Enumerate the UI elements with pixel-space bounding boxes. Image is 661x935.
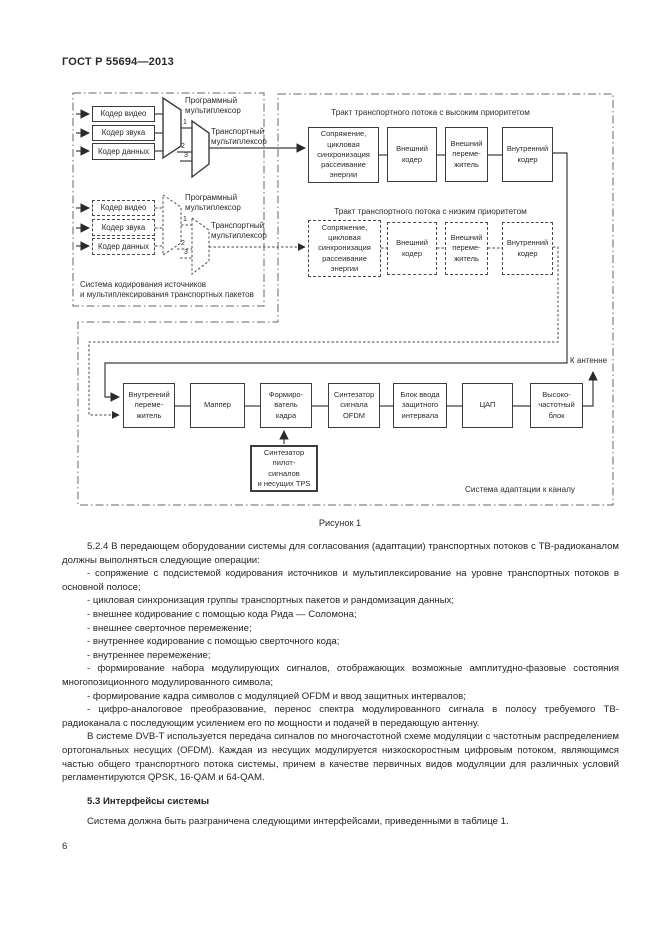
- tract-box: Внутренний кодер: [502, 127, 553, 182]
- encoder-box: Кодер звука: [92, 125, 155, 141]
- chain-box: Высоко- частотный блок: [530, 383, 583, 428]
- encoder-box-reserve: Кодер звука: [92, 219, 155, 236]
- encoder-box: Кодер данных: [92, 143, 155, 160]
- bullet-item: - формирование набора модулирующих сигна…: [62, 663, 619, 688]
- encoder-box: Кодер видео: [92, 106, 155, 122]
- bullet-item: - внутреннее кодирование с помощью сверт…: [87, 636, 340, 648]
- para-dvbt: В системе DVB-T используется передача си…: [62, 731, 619, 784]
- tract-title-high: Тракт транспортного потока с высоким при…: [331, 108, 530, 117]
- source-system-border: [72, 92, 265, 307]
- tract-box-reserve: Внешний кодер: [387, 222, 437, 275]
- program-mux-shape-reserve: [162, 194, 182, 256]
- transport-mux-label: Транспортный мультиплексор: [211, 127, 267, 146]
- encoder-box-reserve: Кодер видео: [92, 200, 155, 216]
- program-mux-label-reserve: Программный мультиплексор: [185, 193, 241, 212]
- chain-box: Блок ввода защитного интервала: [393, 383, 447, 428]
- adaptation-system-border: [77, 93, 614, 506]
- mux-input-number-reserve: 2: [181, 240, 185, 247]
- page-number: 6: [62, 841, 68, 852]
- heading-5-3: 5.3 Интерфейсы системы: [87, 795, 210, 807]
- chain-box: Синтезатор сигнала OFDM: [328, 383, 380, 428]
- tract-box-reserve: Внутренний кодер: [502, 222, 553, 275]
- adaptation-system-label: Система адаптации к каналу: [465, 485, 576, 494]
- page-header: ГОСТ Р 55694—2013: [62, 56, 174, 68]
- para-5-2-4: 5.2.4 В передающем оборудовании системы …: [62, 541, 619, 566]
- bullet-item: - сопряжение с подсистемой кодирования и…: [62, 568, 619, 593]
- bullet-item: - цифро-аналоговое преобразование, перен…: [62, 704, 619, 729]
- body-text: 5.2.4 В передающем оборудовании системы …: [62, 540, 619, 829]
- chain-box: Маппер: [190, 383, 245, 428]
- pilot-synth-box: Синтезатор пилот- сигналов и несущих TPS: [250, 445, 318, 492]
- program-mux-label: Программный мультиплексор: [185, 96, 241, 115]
- mux-input-number: 3: [184, 152, 188, 159]
- bullet-item: - формирование кадра символов с модуляци…: [87, 690, 466, 702]
- tract-box-reserve: Сопряжение, цикловая синхронизация рассе…: [308, 220, 381, 277]
- mux-input-number-reserve: 1: [183, 216, 187, 223]
- bullet-item: - внутреннее перемежение;: [87, 649, 211, 661]
- bullet-item: - внешнее кодирование с помощью кода Рид…: [87, 608, 357, 620]
- transport-mux-shape: [191, 119, 210, 179]
- mux-input-number-reserve: 3: [184, 249, 188, 256]
- chain-box: Формиро- ватель кадра: [260, 383, 312, 428]
- tract-title-low: Тракт транспортного потока с низким прио…: [334, 207, 527, 216]
- bullet-item: - цикловая синхронизация группы транспор…: [87, 595, 455, 607]
- diagram-lines: [72, 92, 614, 506]
- tract-box: Внешний переме- житель: [445, 127, 488, 182]
- connector-lines-dashed: [88, 207, 559, 419]
- tract-box-reserve: Внешний переме- житель: [445, 222, 488, 275]
- chain-box: Внутренний переме- житель: [123, 383, 175, 428]
- mux-input-number: 1: [183, 119, 187, 126]
- connector-lines: [76, 109, 598, 444]
- figure-caption: Рисунок 1: [318, 518, 362, 528]
- tract-box: Внешний кодер: [387, 127, 437, 182]
- transport-mux-shape-reserve: [191, 217, 210, 276]
- source-system-label: Система кодирования источников и мультип…: [80, 280, 254, 299]
- antenna-label: К антенне: [570, 356, 608, 365]
- transport-mux-label-reserve: Транспортный мультиплексор: [211, 221, 267, 240]
- bullet-item: - внешнее сверточное перемежение;: [87, 622, 252, 634]
- block-diagram: Кодер видео Кодер звука Кодер данных Код…: [60, 85, 620, 515]
- mux-input-number: 2: [181, 143, 185, 150]
- chain-box: ЦАП: [462, 383, 513, 428]
- para-5-3: Система должна быть разграничена следующ…: [87, 816, 509, 828]
- encoder-box-reserve: Кодер данных: [92, 238, 155, 255]
- tract-box: Сопряжение, цикловая синхронизация рассе…: [308, 127, 379, 183]
- program-mux-shape: [162, 96, 182, 160]
